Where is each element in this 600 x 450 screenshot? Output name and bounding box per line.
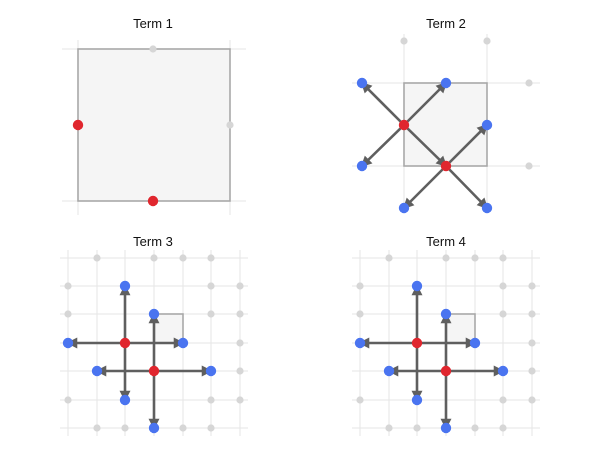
point-gray [385,424,393,432]
panel-title-term-2: Term 2 [426,16,466,31]
point-red [398,119,410,131]
point-gray [356,282,364,290]
term-2-cell-square [403,82,488,167]
point-gray [207,282,215,290]
point-blue [356,77,368,89]
point-blue [354,337,366,349]
point-gray [236,396,244,404]
point-gray [207,396,215,404]
point-blue [497,365,509,377]
panel-title-term-1: Term 1 [133,16,173,31]
point-gray [121,424,129,432]
point-blue [469,337,481,349]
point-gray [528,396,536,404]
point-blue [177,337,189,349]
point-gray [385,254,393,262]
point-red [440,160,452,172]
point-gray [499,254,507,262]
point-gray [356,396,364,404]
point-gray [528,310,536,318]
panel-title-term-4: Term 4 [426,234,466,249]
point-blue [62,337,74,349]
point-blue [398,202,410,214]
point-blue [481,119,493,131]
point-gray [226,121,234,129]
point-gray [442,254,450,262]
point-gray [525,162,533,170]
stencil-arrow [403,124,448,168]
point-blue [119,394,131,406]
point-blue [440,422,452,434]
point-blue [411,280,423,292]
term-4-cell-square [445,313,476,344]
stencil-arrow [445,123,489,167]
point-gray [236,339,244,347]
point-gray [150,254,158,262]
panel-title-term-3: Term 3 [133,234,173,249]
point-gray [64,396,72,404]
stencil-arrow [403,81,448,126]
point-blue [205,365,217,377]
point-gray [64,282,72,290]
point-gray [483,37,491,45]
point-gray [179,424,187,432]
point-blue [356,160,368,172]
point-gray [528,282,536,290]
point-red [411,337,423,349]
point-red [119,337,131,349]
point-gray [400,37,408,45]
point-gray [64,310,72,318]
point-blue [440,308,452,320]
point-gray [471,424,479,432]
point-gray [499,424,507,432]
point-red [147,195,159,207]
point-blue [148,422,160,434]
term-3-cell-square [153,313,184,344]
point-gray [471,254,479,262]
point-red [72,119,84,131]
point-gray [413,424,421,432]
point-gray [236,310,244,318]
point-blue [411,394,423,406]
point-gray [236,367,244,375]
point-gray [525,79,533,87]
point-gray [207,424,215,432]
point-red [440,365,452,377]
point-gray [528,339,536,347]
point-gray [236,282,244,290]
point-gray [356,310,364,318]
point-gray [93,254,101,262]
point-gray [499,282,507,290]
point-gray [179,254,187,262]
point-gray [207,254,215,262]
point-gray [528,367,536,375]
point-blue [91,365,103,377]
point-blue [383,365,395,377]
stencil-arrow [402,165,447,210]
term-1-cell-square [77,48,231,202]
point-gray [93,424,101,432]
stencil-arrow [360,124,405,168]
stencil-arrow [445,165,489,210]
point-blue [119,280,131,292]
point-red [148,365,160,377]
point-blue [481,202,493,214]
stencil-arrow [360,81,405,126]
point-gray [499,396,507,404]
point-blue [148,308,160,320]
point-blue [440,77,452,89]
point-gray [149,45,157,53]
point-gray [499,310,507,318]
point-gray [207,310,215,318]
